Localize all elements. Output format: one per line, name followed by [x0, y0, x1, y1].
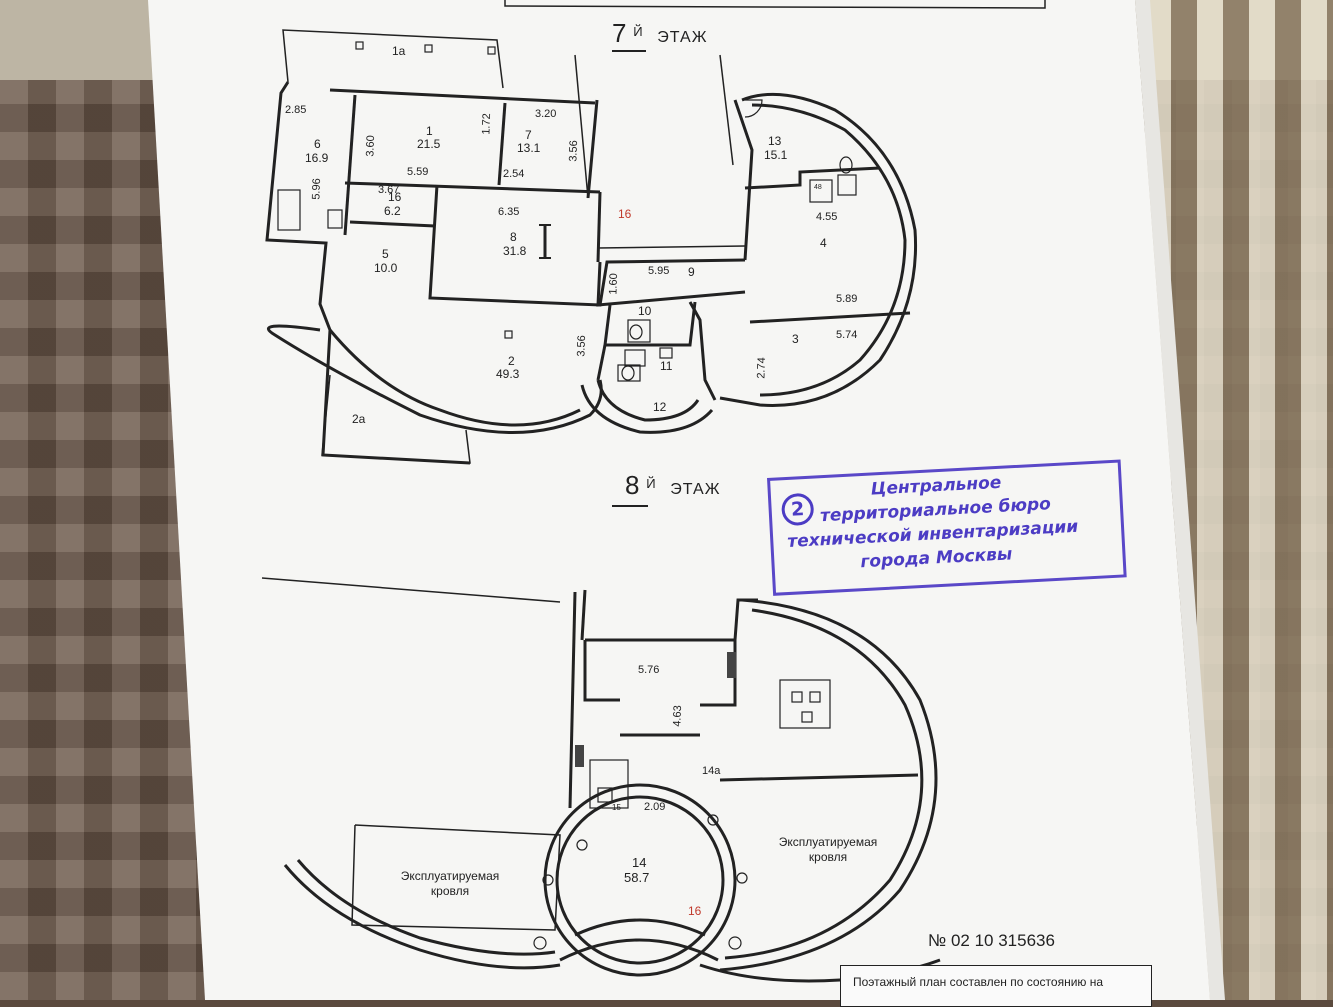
room-15-label: 15 [612, 803, 621, 812]
floor7-small-mark: 48 [814, 184, 822, 191]
room-2-label: 2 [508, 354, 515, 368]
floor8-label: ЭТАЖ [670, 481, 721, 498]
floor7-balcony-2a [321, 374, 471, 464]
room-4-label: 4 [820, 236, 827, 250]
stamp-number: 2 [780, 492, 815, 527]
room-1-label: 1 [426, 124, 433, 138]
floor8-number: 8 [625, 470, 641, 500]
room-10-label: 10 [638, 304, 652, 318]
stamp-line-1: Центральное [870, 472, 1002, 500]
dim-3-60: 3.60 [364, 135, 378, 157]
floor7-red-mark: 16 [618, 207, 632, 221]
footer-box: Поэтажный план составлен по состоянию на [840, 965, 1152, 1007]
roof-left-line-2: кровля [430, 884, 470, 898]
room-5-label: 5 [382, 247, 389, 261]
floor8-left-roof-box [351, 824, 561, 931]
dim-5-59: 5.59 [407, 166, 429, 178]
dim-6-35: 6.35 [498, 206, 520, 218]
floor7-plan [265, 29, 918, 465]
roof-right-label: Эксплуатируемая кровля [763, 835, 893, 865]
dim-5-95: 5.95 [648, 265, 670, 277]
dim-4-63: 4.63 [671, 705, 685, 727]
roof-left-line-1: Эксплуатируемая [400, 869, 500, 883]
room-9-label: 9 [688, 265, 695, 279]
dim-1-72: 1.72 [480, 113, 494, 135]
dim-5-76: 5.76 [638, 664, 660, 676]
room-13-label: 13 [768, 134, 782, 148]
stamp-line-4: города Москвы [860, 544, 1013, 573]
dim-3-67: 3.67 [378, 184, 400, 196]
dim-2-09: 2.09 [644, 801, 666, 813]
room-1a-label: 1а [392, 44, 406, 58]
roof-left-label: Эксплуатируемая кровля [385, 869, 515, 899]
room-6-area: 16.9 [305, 151, 329, 165]
room-8-area: 31.8 [503, 244, 527, 258]
dim-5-96: 5.96 [310, 178, 324, 200]
room-16-label: 16 [388, 190, 402, 204]
dim-2-74: 2.74 [755, 357, 769, 379]
room-2a-label: 2а [352, 412, 366, 426]
roof-right-line-2: кровля [808, 850, 848, 864]
room-5-area: 10.0 [374, 261, 398, 275]
floor8-header: 8 Й ЭТАЖ [625, 470, 720, 501]
document-number: № 02 10 315636 [928, 931, 1055, 950]
room-13-area: 15.1 [764, 148, 788, 162]
room-14-label: 14 [632, 855, 647, 870]
room-6-label: 6 [314, 137, 321, 151]
dim-3-56-top: 3.56 [567, 140, 581, 162]
room-1-area: 21.5 [417, 137, 441, 151]
dim-2-85: 2.85 [285, 104, 307, 116]
floor7-suffix: Й [633, 24, 644, 39]
roof-right-line-1: Эксплуатируемая [778, 835, 878, 849]
room-2-area: 49.3 [496, 367, 520, 381]
room-3-label: 3 [792, 332, 799, 346]
dim-3-20: 3.20 [535, 108, 557, 120]
room-14-area: 58.7 [624, 870, 650, 885]
room-8-label: 8 [510, 230, 517, 244]
floor7-header: 7 Й ЭТАЖ [612, 18, 707, 49]
dim-3-56-bottom: 3.56 [575, 335, 589, 357]
floor8-red-mark: 16 [688, 904, 702, 918]
dim-2-54: 2.54 [503, 168, 525, 180]
footer-note: Поэтажный план составлен по состоянию на [853, 975, 1104, 989]
room-14a-label: 14а [702, 765, 721, 777]
floor7-number: 7 [612, 18, 628, 48]
dim-1-60: 1.60 [607, 273, 621, 295]
floor7-label: ЭТАЖ [657, 29, 708, 46]
room-7-area: 13.1 [517, 141, 541, 155]
room-16-area: 6.2 [384, 204, 401, 218]
room-7-label: 7 [525, 128, 532, 142]
dim-5-74: 5.74 [836, 329, 858, 341]
bti-stamp: 2 Центральное территориальное бюро техни… [767, 459, 1127, 596]
dim-4-55: 4.55 [816, 211, 838, 223]
floor8-suffix: Й [646, 476, 657, 491]
room-11-label: 11 [660, 359, 673, 373]
room-12-label: 12 [653, 400, 667, 414]
dim-5-89: 5.89 [836, 293, 858, 305]
